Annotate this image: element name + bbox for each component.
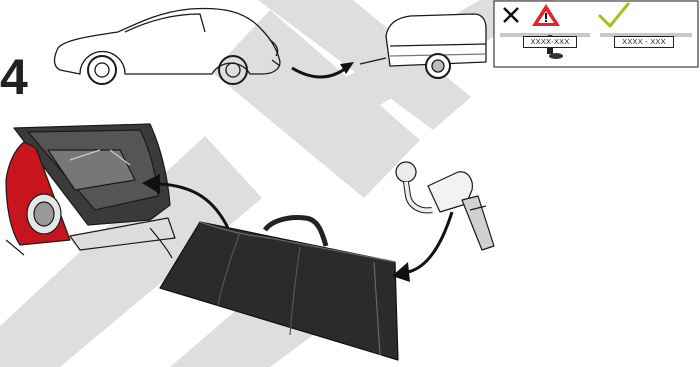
info-panel: [494, 1, 698, 67]
number-plate-obstructed: XXXX-XXX: [523, 36, 577, 48]
arrow-to-bag: [408, 212, 452, 272]
step-number: 4: [0, 52, 28, 102]
number-plate-clear: XXXX - XXX: [614, 36, 674, 48]
open-boot: [6, 124, 175, 258]
tow-ball: [396, 162, 494, 250]
